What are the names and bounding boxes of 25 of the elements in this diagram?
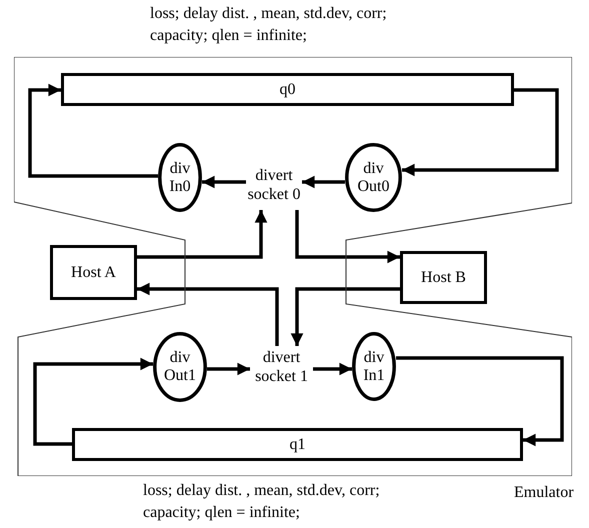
arrow [207, 362, 250, 376]
parameter-note: loss; delay dist. , mean, std.dev, corr; capacity; qlen = infinite; [150, 4, 388, 46]
node-label: divert socket 1 [254, 348, 309, 386]
node-label: div Out0 [356, 160, 390, 196]
arrow [302, 176, 345, 188]
node-label: divert socket 0 [246, 166, 302, 204]
arrow [402, 88, 559, 176]
arrow [202, 176, 246, 188]
arrow [295, 210, 400, 264]
queue-box: q1 [72, 428, 523, 461]
emulator-label: Emulator [514, 484, 574, 502]
node-label: div Out1 [163, 349, 197, 385]
parameter-note: loss; delay dist. , mean, std.dev, corr; capacity; qlen = infinite; [143, 481, 381, 523]
arrow [28, 84, 158, 178]
queue-box: q0 [61, 73, 514, 106]
arrow [396, 356, 564, 446]
arrow [137, 210, 268, 259]
arrow [313, 362, 352, 376]
host-box: Host B [400, 251, 487, 304]
arrow [137, 282, 279, 346]
node-label: div In1 [362, 348, 386, 384]
arrow [290, 287, 400, 346]
arrow [33, 358, 153, 446]
host-box: Host A [50, 245, 137, 300]
node-label: div In0 [168, 160, 192, 196]
